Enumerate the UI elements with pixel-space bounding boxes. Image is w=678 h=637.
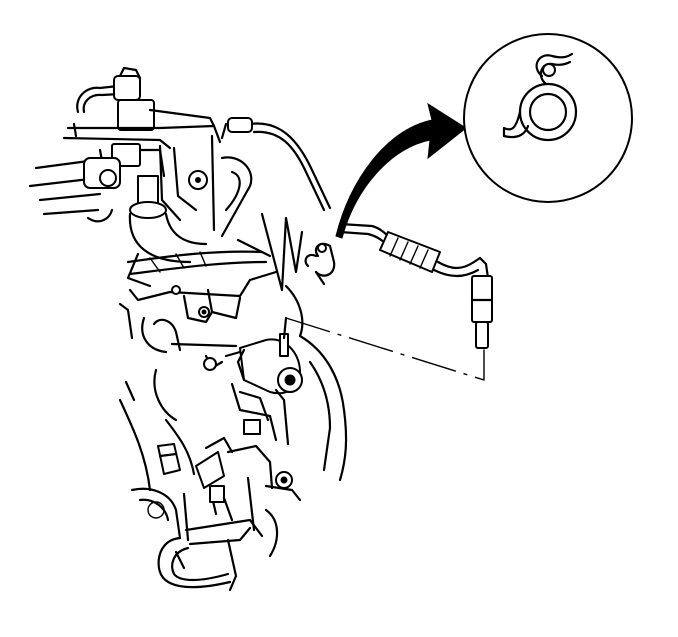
sensor-harness <box>220 117 494 349</box>
engine-side-block-icon <box>230 334 348 482</box>
wire-bundle-icon <box>126 250 268 288</box>
magnified-circle <box>463 33 633 203</box>
lower-bracket-icon <box>182 436 302 542</box>
left-shaft-icon <box>28 157 121 223</box>
engine-upper-body-icon <box>118 270 304 354</box>
detail-callout <box>463 33 633 203</box>
engine-assembly <box>28 66 348 592</box>
clip-detail-icon <box>502 52 578 142</box>
coolant-pipe-icon <box>157 508 279 592</box>
sensor-terminal-icon <box>470 275 494 349</box>
intake-manifold-icon <box>128 134 272 264</box>
break-line-icon <box>260 212 304 292</box>
harness-clip <box>304 242 336 286</box>
inline-connector-icon <box>379 231 441 273</box>
timing-cover-icon <box>118 368 196 540</box>
harness-connector-icon <box>227 117 253 133</box>
sensor-leader <box>282 316 485 381</box>
knock-sensor-icon <box>203 333 303 395</box>
callout-arrow <box>335 102 467 239</box>
